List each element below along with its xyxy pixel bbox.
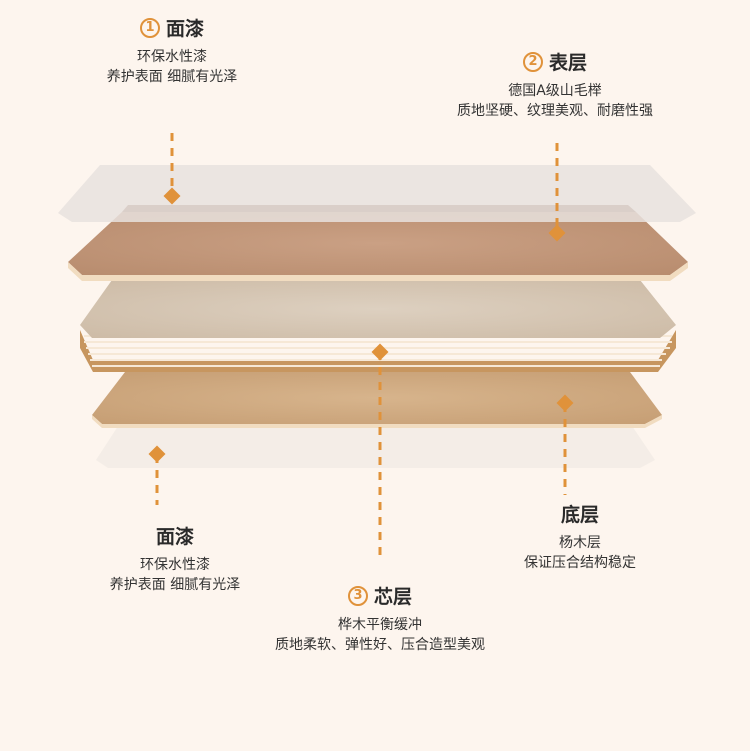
center-line-2: 质地柔软、弹性好、压合造型美观 xyxy=(275,637,485,653)
bottom-clear-layer xyxy=(96,420,655,468)
marker-5 xyxy=(371,343,389,361)
badge-2: 2 xyxy=(522,51,543,72)
varnish-layer xyxy=(58,165,696,222)
center-line-1: 桦木平衡缓冲 xyxy=(338,617,422,633)
bottom-left-title: 面漆 xyxy=(155,526,194,548)
bottom-right-line-1: 杨木层 xyxy=(559,535,601,551)
beech-layer xyxy=(68,212,688,275)
bottom-left-line-1: 环保水性漆 xyxy=(140,557,210,573)
top-right-line-2: 质地坚硬、纹理美观、耐磨性强 xyxy=(457,103,653,119)
marker-2 xyxy=(548,224,566,242)
badge-1: 1 xyxy=(139,17,160,38)
label-bottom-right: 底层 杨木层 保证压合结构稳定 xyxy=(480,500,680,573)
badge-3: 3 xyxy=(347,585,368,606)
bottom-right-line-2: 保证压合结构稳定 xyxy=(524,555,636,571)
top-right-title: 表层 xyxy=(548,52,587,74)
top-left-line-2: 养护表面 细腻有光泽 xyxy=(106,69,238,85)
center-title: 芯层 xyxy=(373,586,412,608)
label-bottom-left: 面漆 环保水性漆 养护表面 细腻有光泽 xyxy=(60,522,290,595)
top-left-line-1: 环保水性漆 xyxy=(137,49,207,65)
poplar-layer xyxy=(92,372,662,424)
marker-1 xyxy=(163,187,181,205)
top-right-line-1: 德国A级山毛榉 xyxy=(508,83,602,99)
marker-4 xyxy=(556,394,574,412)
top-left-title: 面漆 xyxy=(165,18,204,40)
bottom-right-title: 底层 xyxy=(560,504,599,526)
bottom-left-line-2: 养护表面 细腻有光泽 xyxy=(109,577,241,593)
core-layer-stack xyxy=(80,280,676,372)
marker-3 xyxy=(148,445,166,463)
